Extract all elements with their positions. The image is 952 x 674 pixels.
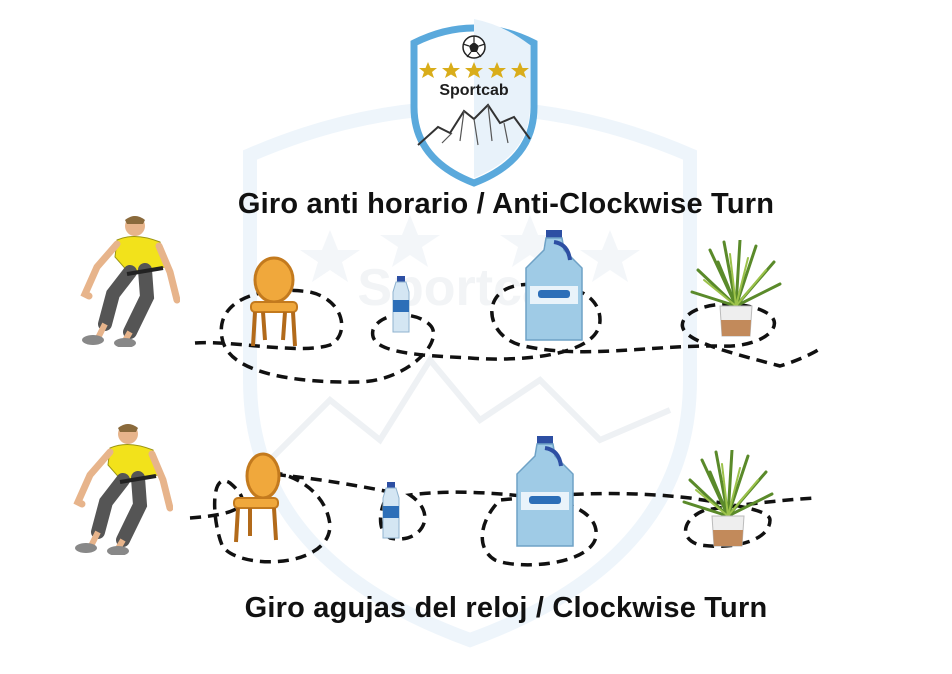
drill-title-anticlockwise: Giro anti horario / Anti-Clockwise Turn	[237, 188, 775, 220]
water-jug-icon	[516, 436, 574, 547]
chair-icon	[233, 452, 281, 543]
logo-shield: Sportcab	[410, 19, 538, 187]
water-jug-icon	[525, 230, 583, 341]
path-anticlockwise	[194, 282, 819, 384]
soccer-ball-icon	[462, 35, 486, 59]
star-icon	[419, 62, 529, 78]
mountain-icon	[417, 103, 531, 146]
water-bottle-icon	[392, 276, 410, 333]
runner-icon	[80, 216, 180, 347]
chair-icon	[250, 256, 298, 347]
runner-icon	[73, 424, 173, 555]
plant-pot-icon	[682, 450, 774, 547]
drill-title-clockwise: Giro agujas del reloj / Clockwise Turn	[244, 592, 768, 624]
water-bottle-icon	[382, 482, 400, 539]
logo-text: Sportcab	[439, 82, 509, 99]
plant-pot-icon	[690, 240, 782, 337]
